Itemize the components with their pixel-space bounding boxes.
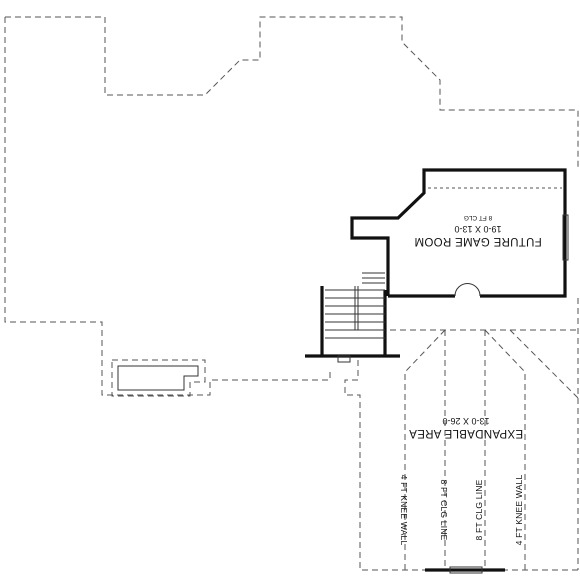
knee-wall-line-right xyxy=(484,329,526,570)
stair-walls xyxy=(305,286,400,358)
game-room-name: FUTURE GAME ROOM xyxy=(414,235,541,247)
expandable-area-size: 13-0 X 26-0 xyxy=(442,416,489,426)
right-hip-line xyxy=(509,329,579,399)
knee-wall-line-left xyxy=(404,329,446,570)
game-room-label: FUTURE GAME ROOM 19-0 X 13-0 8 FT CLG xyxy=(414,214,541,247)
bay-box xyxy=(111,359,206,397)
game-room-walls xyxy=(350,168,567,298)
expandable-area-name: EXPANDABLE AREA xyxy=(409,427,523,439)
game-room-door xyxy=(454,283,481,297)
lower-level-outline-left xyxy=(4,17,331,396)
stair-treads xyxy=(325,272,385,339)
expandable-window xyxy=(449,566,483,574)
clg-line-left-label: 8 FT CLG LINE xyxy=(439,479,449,540)
expandable-area-outline xyxy=(344,360,578,571)
game-room-ceiling: 8 FT CLG xyxy=(464,214,492,221)
expandable-area-label: EXPANDABLE AREA 13-0 X 26-0 xyxy=(409,416,523,439)
bay-box-inner xyxy=(117,365,199,391)
knee-wall-left-label: 4 FT KNEE WALL xyxy=(399,475,409,546)
clg-line-right-label: 8 FT CLG LINE xyxy=(474,479,484,540)
lower-level-outline xyxy=(5,16,579,170)
game-room-window xyxy=(562,214,569,261)
stair-post xyxy=(337,355,351,363)
game-room-size: 19-0 X 13-0 xyxy=(454,224,501,234)
knee-wall-right-label: 4 FT KNEE WALL xyxy=(514,475,524,546)
